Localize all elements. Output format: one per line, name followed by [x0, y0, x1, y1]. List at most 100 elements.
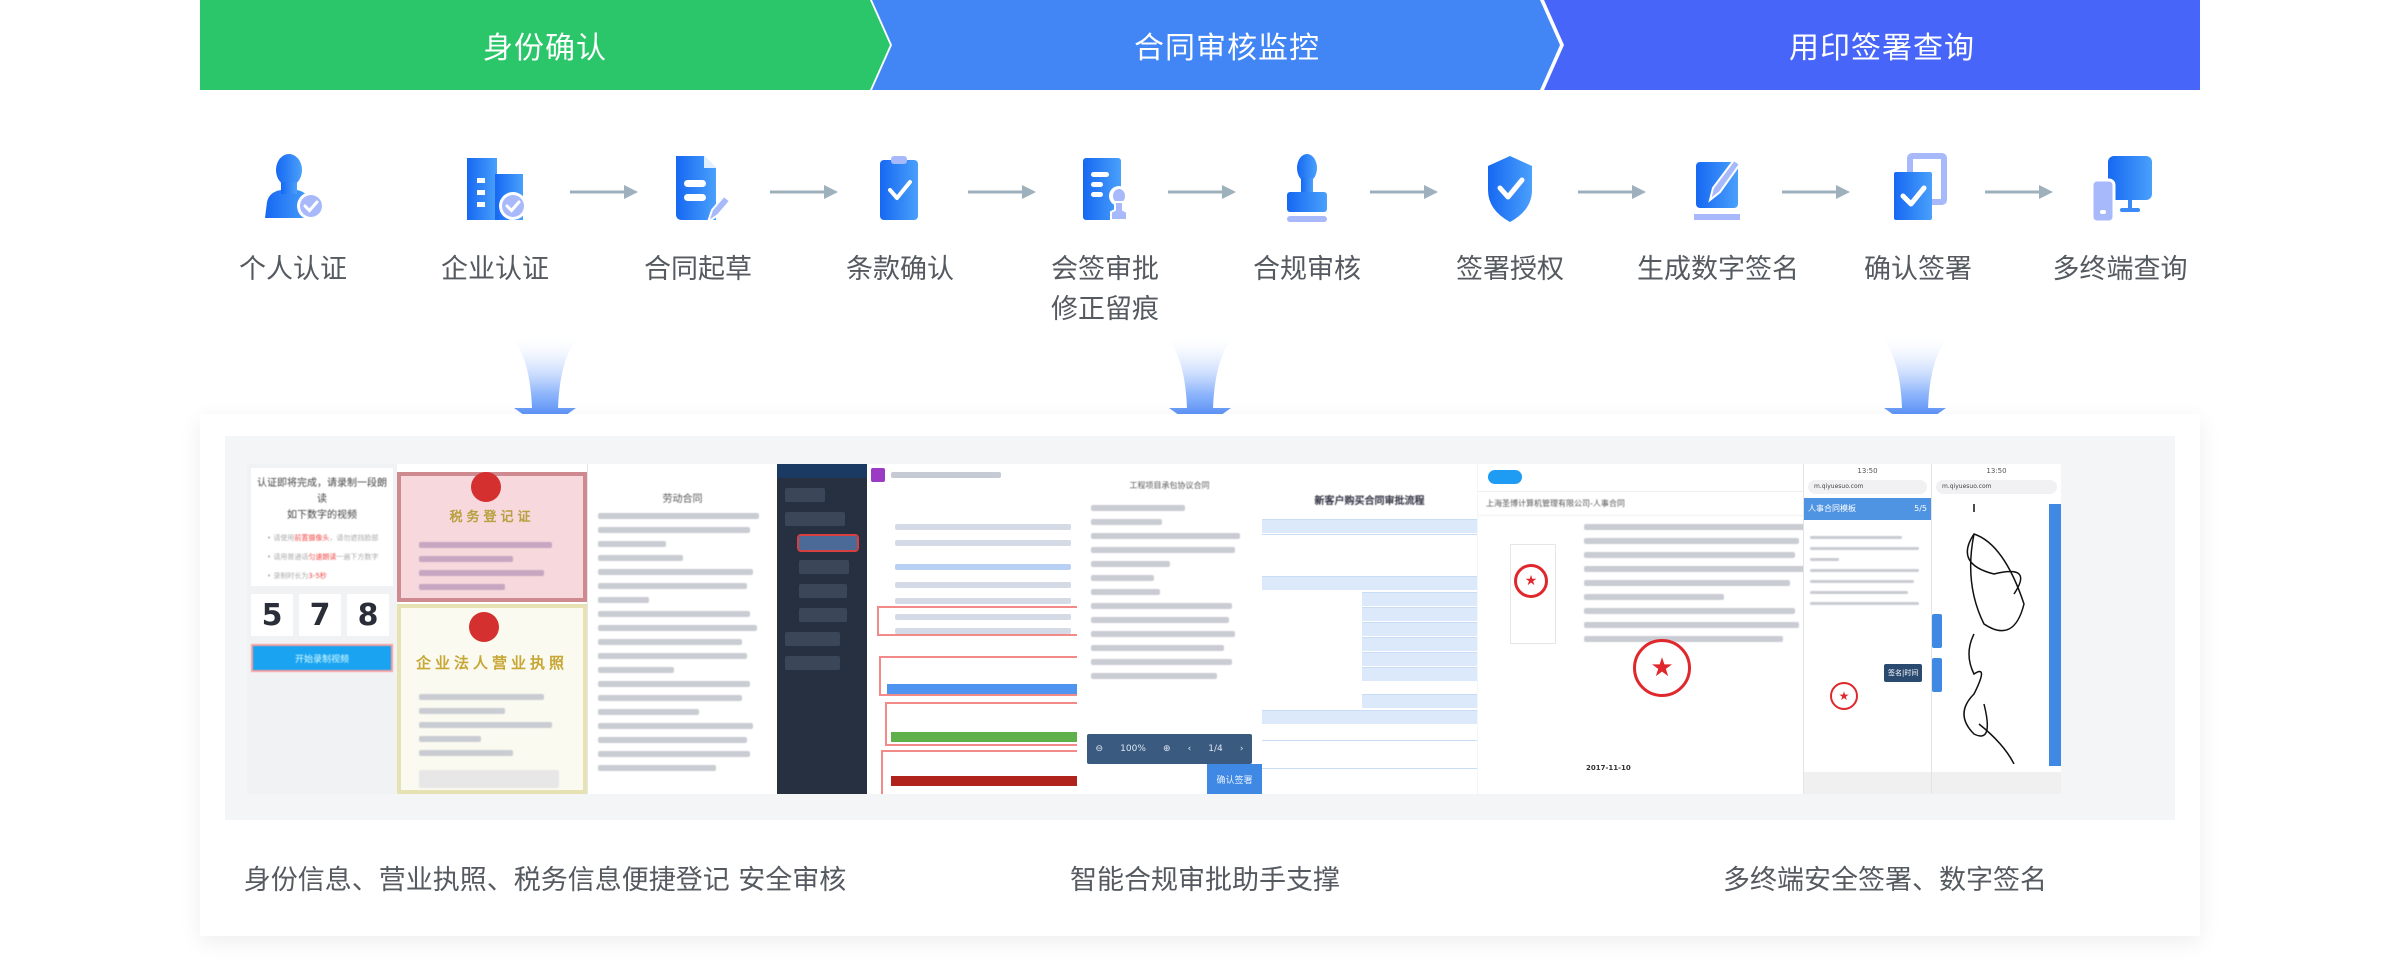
handwritten-signature	[1963, 504, 2025, 764]
company-seal: ★	[1830, 682, 1858, 710]
step-label: 合同起草	[644, 254, 752, 285]
screenshot-document-viewer: 工程项目承包协议合同 ⊖ 100% ⊕ ‹ 1/4 › 确认签署	[1077, 464, 1262, 794]
document-stamp-icon	[1083, 158, 1129, 221]
step-signing-authorization: 签署授权	[1410, 148, 1610, 290]
screenshot-sealed-document: 上海圣博计算机管理有限公司-人事合同 ★ ★ 2017-11-10	[1478, 464, 1818, 794]
stage-seal-sign-query: 用印签署查询	[1544, 0, 2200, 90]
verify-bullet: • 请使用前置摄像头，请勿遮挡脸部	[267, 534, 379, 542]
phone-url-bar[interactable]: m.qiyuesuo.com	[1808, 480, 1927, 494]
feature-panel: 认证即将完成，请录制一段朗读 如下数字的视频 • 请使用前置摄像头，请勿遮挡脸部…	[200, 414, 2200, 936]
phone-url-bar[interactable]: m.qiyuesuo.com	[1936, 480, 2057, 494]
start-recording-button[interactable]: 开始录制视频	[251, 644, 393, 672]
company-seal: ★	[1633, 639, 1691, 697]
new-contract-button[interactable]	[1488, 470, 1522, 484]
copy-check-icon	[1894, 153, 1947, 220]
screenshot-video-verify: 认证即将完成，请录制一段朗读 如下数字的视频 • 请使用前置摄像头，请勿遮挡脸部…	[247, 464, 397, 794]
confirm-sign-button[interactable]: 确认签署	[1207, 764, 1262, 794]
down-arrow-icon	[1882, 338, 1948, 430]
verify-title-line2: 如下数字的视频	[287, 510, 357, 521]
step-label: 生成数字签名	[1637, 254, 1799, 285]
down-arrow-icon	[512, 338, 578, 430]
screenshot-strip: 认证即将完成，请录制一段朗读 如下数字的视频 • 请使用前置摄像头，请勿遮挡脸部…	[225, 436, 2175, 820]
step-label: 多终端查询	[2052, 254, 2188, 285]
step-enterprise-auth: 企业认证	[395, 148, 595, 290]
step-label: 企业认证	[441, 254, 549, 285]
company-seal: ★	[1514, 564, 1548, 598]
phone-nav-bar	[1932, 772, 2061, 794]
stage-label: 用印签署查询	[1789, 31, 1975, 66]
step-countersign-approval: 会签审批 修正留痕	[1005, 148, 1205, 330]
business-license-title: 企业法人营业执照	[415, 654, 568, 672]
stage-label: 身份确认	[483, 31, 607, 66]
next-page-icon[interactable]: ›	[1239, 744, 1244, 754]
screenshot-phone-signature: 13:50 m.qiyuesuo.com	[1931, 464, 2061, 794]
screenshot-certificates: 税务登记证 企业法人营业执照	[397, 464, 587, 794]
step-multi-terminal-query: 多终端查询	[2020, 148, 2220, 290]
screenshot-contract-document: 劳动合同	[587, 464, 777, 794]
step-label: 签署授权	[1456, 254, 1564, 285]
flow-arrow	[1168, 184, 1238, 200]
sign-date: 2017-11-10	[1586, 764, 1631, 772]
verify-bullet: • 请用普通话匀速朗读一遍下方数字	[267, 553, 379, 561]
caption-review: 智能合规审批助手支撑	[1070, 865, 1340, 896]
step-contract-draft: 合同起草	[598, 148, 798, 290]
app-logo	[871, 468, 885, 482]
phone-time: 13:50	[1857, 467, 1878, 475]
clipboard-check-icon	[880, 156, 918, 220]
screenshot-sidebar-menu	[777, 464, 867, 794]
flow-arrow	[770, 184, 840, 200]
multi-device-icon	[2090, 156, 2152, 224]
highlight-box	[881, 750, 1077, 794]
page-indicator: 1/4	[1208, 744, 1223, 754]
step-label: 个人认证	[239, 254, 347, 285]
stage-banner: 身份确认 合同审核监控 用印签署查询	[200, 0, 2200, 90]
viewer-toolbar: ⊖ 100% ⊕ ‹ 1/4 ›	[1087, 734, 1252, 764]
zoom-out-icon[interactable]: ⊖	[1095, 744, 1104, 754]
verify-bullet: • 录制时长为3-5秒	[267, 572, 327, 580]
prev-page-icon[interactable]: ‹	[1187, 744, 1192, 754]
step-personal-auth: 个人认证	[193, 148, 393, 290]
caption-identity: 身份信息、营业执照、税务信息便捷登记 安全审核	[243, 865, 847, 896]
stamp-icon	[1287, 154, 1327, 222]
flow-arrow	[1985, 184, 2055, 200]
menu-item-active	[797, 534, 859, 552]
document-edit-icon	[676, 156, 732, 225]
building-verified-icon	[467, 158, 527, 220]
step-label: 合规审核	[1253, 254, 1361, 285]
screenshot-phone-contract: 13:50 m.qiyuesuo.com 人事合同模板 5/5 签名|时间 ★	[1803, 464, 1931, 794]
signature-tooltip: 签名|时间	[1884, 664, 1923, 682]
step-digital-signature: 生成数字签名	[1618, 148, 1818, 290]
verify-instructions: 认证即将完成，请录制一段朗读 如下数字的视频 • 请使用前置摄像头，请勿遮挡脸部…	[251, 468, 393, 586]
phone-doc-header: 人事合同模板 5/5	[1804, 498, 1931, 520]
stage-identity: 身份确认	[200, 0, 890, 90]
highlight-box	[879, 656, 1077, 696]
verify-digit: 5	[251, 594, 293, 636]
step-confirm-sign: 确认签署	[1818, 148, 2018, 290]
step-label: 确认签署	[1864, 254, 1972, 285]
user-verified-icon	[265, 154, 325, 220]
stage-contract-review: 合同审核监控	[872, 0, 1560, 90]
stage-label: 合同审核监控	[1134, 31, 1320, 66]
highlight-box	[885, 702, 1077, 746]
step-clause-confirm: 条款确认	[800, 148, 1000, 290]
flow-arrow	[1370, 184, 1440, 200]
business-license: 企业法人营业执照	[397, 604, 587, 794]
step-label: 会签审批	[1051, 254, 1159, 285]
step-compliance-review: 合规审核	[1207, 148, 1407, 290]
verify-digits: 5 7 8	[251, 594, 393, 636]
down-arrow-icon	[1167, 338, 1233, 430]
viewer-doc-title: 工程项目承包协议合同	[1129, 481, 1210, 490]
screenshot-approval-flow: 新客户购买合同审批流程	[1262, 464, 1477, 794]
screenshot-contract-form	[867, 464, 1077, 794]
zoom-in-icon[interactable]: ⊕	[1162, 744, 1171, 754]
flow-arrow	[1782, 184, 1852, 200]
zoom-level: 100%	[1120, 744, 1146, 754]
flow-arrow	[570, 184, 640, 200]
document-path: 上海圣博计算机管理有限公司-人事合同	[1478, 492, 1818, 516]
tax-certificate-title: 税务登记证	[449, 510, 535, 525]
phone-time: 13:50	[1986, 467, 2007, 475]
step-label-line2: 修正留痕	[1051, 294, 1159, 325]
verify-digit: 8	[347, 594, 389, 636]
step-label: 条款确认	[846, 254, 954, 285]
caption-sign: 多终端安全签署、数字签名	[1723, 865, 2047, 896]
